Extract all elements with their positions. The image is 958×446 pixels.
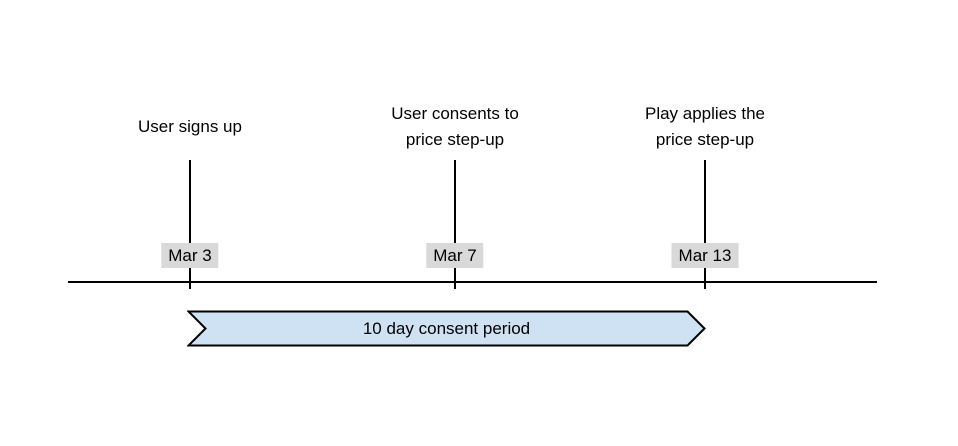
event-date-badge: Mar 3 bbox=[161, 243, 219, 268]
chevron-arrow-shape bbox=[187, 310, 706, 347]
event-title-line: price step-up bbox=[655, 130, 755, 149]
event-tick-line bbox=[704, 160, 706, 289]
timeline-axis-line bbox=[68, 281, 877, 283]
event-title: User consents to price step-up bbox=[305, 98, 605, 156]
event-title-line: User signs up bbox=[138, 117, 242, 136]
event-title-line: User consents to bbox=[391, 104, 519, 123]
event-tick-line bbox=[189, 160, 191, 289]
event-tick-line bbox=[454, 160, 456, 289]
event-title-line: Play applies the bbox=[644, 104, 766, 123]
event-date-badge: Mar 7 bbox=[426, 243, 484, 268]
event-title: Play applies the price step-up bbox=[555, 98, 855, 156]
consent-period-banner: 10 day consent period bbox=[187, 310, 706, 347]
event-date-badge: Mar 13 bbox=[671, 243, 739, 268]
consent-period-label: 10 day consent period bbox=[362, 318, 531, 338]
event-title-line: price step-up bbox=[405, 130, 505, 149]
event-title: User signs up bbox=[40, 98, 340, 156]
